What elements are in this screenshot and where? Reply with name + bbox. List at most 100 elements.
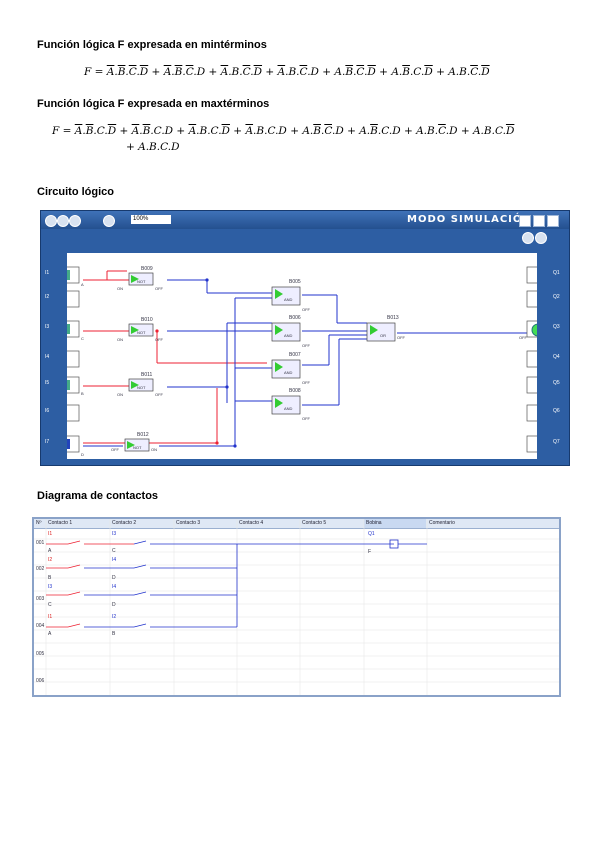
contact-r4-c2[interactable]: I2 [112,614,117,620]
contact-r3-c2[interactable]: I4 [112,584,117,590]
block-label-b007: B007 [289,352,301,358]
input-label-i5: I5 [45,380,50,386]
block-label-b010: B010 [141,317,153,323]
col-coil: Bobina [364,519,426,528]
zoom-select[interactable]: 100% [131,215,171,224]
input-tag-b: B [81,391,84,396]
contact-r2-c2[interactable]: I4 [112,557,117,563]
state-off-7: OFF [302,380,310,385]
mode-label: MODO SIMULACIÓN [407,214,532,225]
state-off-5: OFF [302,307,310,312]
block-type-and-4: AND [284,406,293,411]
maxterms-heading: Función lógica F expresada en maxtérmino… [37,98,270,110]
contact-r2-c2-tag: D [112,575,116,581]
coil-q1[interactable]: Q1 [368,531,375,537]
pause-icon[interactable] [57,215,69,227]
contact-r3-c1-tag: C [48,602,52,608]
play-icon[interactable] [45,215,57,227]
state-off-8: OFF [302,416,310,421]
contact-r2-c1-tag: B [48,575,52,581]
row-004: 004 [36,623,45,629]
block-type-not-3: NOT [137,385,146,390]
coil-tag: F [368,549,372,555]
block-type-not-4: NOT [133,445,142,450]
state-on-4: ON [151,447,157,452]
help-icon[interactable] [103,215,115,227]
block-label-b012: B012 [137,432,149,438]
output-label-q7: Q7 [553,439,560,445]
block-label-b008: B008 [289,388,301,394]
input-label-i4: I4 [45,354,50,360]
ladder-heading: Diagrama de contactos [37,490,159,502]
block-label-b011: B011 [141,372,153,378]
settings-icon[interactable] [535,232,547,244]
state-on-1: ON [117,286,123,291]
circuit-canvas: I1 I2 I3 I4 I5 I6 I7 Q1 Q2 Q3 Q4 Q5 Q6 Q… [45,253,560,459]
save-icon[interactable] [533,215,545,227]
col-contact-3: Contacto 3 [176,520,201,526]
input-label-i2: I2 [45,294,50,300]
row-001: 001 [36,540,45,546]
row-003: 003 [36,596,45,602]
state-on-2: ON [117,337,123,342]
block-label-b005: B005 [289,279,301,285]
block-type-and-3: AND [284,370,293,375]
state-off-4: OFF [111,447,119,452]
output-label-q2: Q2 [553,294,560,300]
circuit-heading: Circuito lógico [37,186,114,198]
contact-r4-c1-tag: A [48,631,52,637]
input-tag-c: C [81,336,84,341]
contact-r4-c1[interactable]: I1 [48,614,53,620]
contact-r1-c2[interactable]: I3 [112,531,117,537]
block-label-b013: B013 [387,315,399,321]
output-label-q6: Q6 [553,408,560,414]
contact-r3-c2-tag: D [112,602,116,608]
circuit-diagram [67,266,537,453]
col-num: Nº [36,520,42,526]
contact-r4-c2-tag: B [112,631,116,637]
state-off-3: OFF [155,392,163,397]
col-contact-2: Contacto 2 [112,520,137,526]
maxterm-equation-line2: + A.B.C.D [126,141,180,153]
stop-icon[interactable] [69,215,81,227]
input-tag-d: D [81,452,84,457]
input-label-i7: I7 [45,439,50,445]
block-type-and-1: AND [284,297,293,302]
simulator-window: 100% MODO SIMULACIÓN [40,210,570,466]
state-off-10: OFF [519,335,527,340]
maxterm-equation-line1: F = A.B.C.D + A.B.C.D + A.B.C.D + A.B.C.… [52,125,515,137]
block-label-b009: B009 [141,266,153,272]
minterms-heading: Función lógica F expresada en mintérmino… [37,39,267,51]
window-icon[interactable] [519,215,531,227]
col-contact-1: Contacto 1 [48,520,73,526]
output-label-q3: Q3 [553,324,560,330]
col-comment: Comentario [429,520,455,526]
simulator-toolbar [41,211,569,229]
minterm-equation: F = A.B.C.D + A.B.C.D + A.B.C.D + A.B.C.… [84,66,490,78]
col-contact-4: Contacto 4 [239,520,264,526]
contact-r2-c1[interactable]: I2 [48,557,53,563]
block-label-b006: B006 [289,315,301,321]
block-type-not-1: NOT [137,279,146,284]
stop-sim-icon[interactable] [522,232,534,244]
contact-r3-c1[interactable]: I3 [48,584,53,590]
row-006: 006 [36,678,45,684]
input-label-i1: I1 [45,270,50,276]
input-label-i3: I3 [45,324,50,330]
input-label-i6: I6 [45,408,50,414]
contact-r1-c1-tag: A [48,548,52,554]
input-tag-a: A [81,282,84,287]
block-type-and-2: AND [284,333,293,338]
monitor-icon[interactable] [547,215,559,227]
state-off-9: OFF [397,335,405,340]
ladder-grid [34,519,559,695]
state-off-2: OFF [155,337,163,342]
contact-r1-c1[interactable]: I1 [48,531,53,537]
col-contact-5: Contacto 5 [302,520,327,526]
block-type-not-2: NOT [137,330,146,335]
output-label-q1: Q1 [553,270,560,276]
contact-diagram: Nº Contacto 1 Contacto 2 Contacto 3 Cont… [32,517,561,697]
contact-r1-c2-tag: C [112,548,116,554]
output-label-q4: Q4 [553,354,560,360]
row-005: 005 [36,651,45,657]
